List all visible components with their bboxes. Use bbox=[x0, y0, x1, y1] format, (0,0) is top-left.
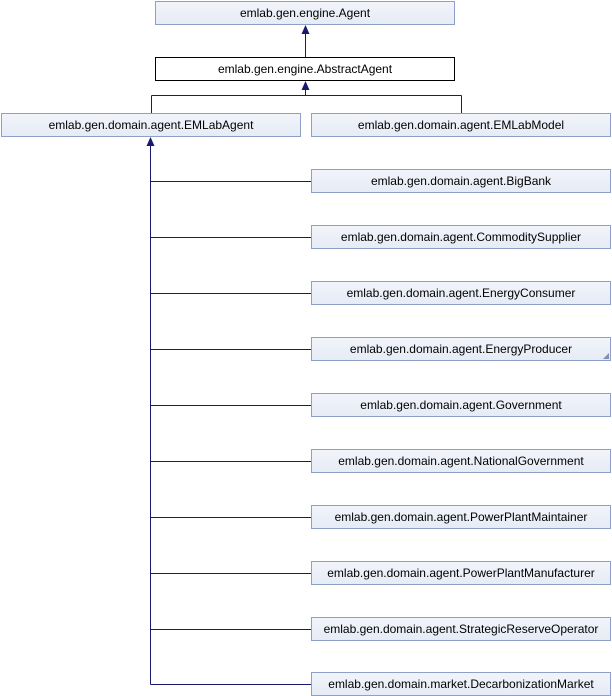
class-node-label: emlab.gen.domain.agent.PowerPlantManufac… bbox=[327, 566, 595, 580]
class-node-label: emlab.gen.domain.agent.StrategicReserveO… bbox=[323, 622, 599, 636]
class-node-abstract-agent: emlab.gen.engine.AbstractAgent bbox=[155, 57, 455, 81]
class-node-label: emlab.gen.engine.Agent bbox=[239, 6, 371, 20]
class-node-big-bank[interactable]: emlab.gen.domain.agent.BigBank bbox=[311, 169, 611, 193]
class-node-label: emlab.gen.domain.agent.Government bbox=[360, 398, 562, 412]
class-node-label: emlab.gen.domain.agent.EMLabModel bbox=[357, 118, 565, 132]
class-node-label: emlab.gen.domain.market.DecarbonizationM… bbox=[328, 677, 594, 691]
class-node-energy-producer[interactable]: emlab.gen.domain.agent.EnergyProducer bbox=[311, 337, 611, 361]
class-node-commodity-supplier[interactable]: emlab.gen.domain.agent.CommoditySupplier bbox=[311, 225, 611, 249]
class-node-power-plant-maintainer[interactable]: emlab.gen.domain.agent.PowerPlantMaintai… bbox=[311, 505, 611, 529]
class-node-national-government[interactable]: emlab.gen.domain.agent.NationalGovernmen… bbox=[311, 449, 611, 473]
class-node-power-plant-manufacturer[interactable]: emlab.gen.domain.agent.PowerPlantManufac… bbox=[311, 561, 611, 585]
class-node-agent[interactable]: emlab.gen.engine.Agent bbox=[155, 1, 455, 25]
class-node-label: emlab.gen.domain.agent.EnergyConsumer bbox=[346, 286, 576, 300]
class-node-label: emlab.gen.domain.agent.NationalGovernmen… bbox=[338, 454, 584, 468]
class-node-emlab-model[interactable]: emlab.gen.domain.agent.EMLabModel bbox=[311, 113, 611, 137]
class-node-government[interactable]: emlab.gen.domain.agent.Government bbox=[311, 393, 611, 417]
class-node-label: emlab.gen.domain.agent.BigBank bbox=[370, 174, 552, 188]
inheritance-arrow-head bbox=[146, 137, 155, 146]
class-node-label: emlab.gen.engine.AbstractAgent bbox=[217, 62, 393, 76]
class-node-energy-consumer[interactable]: emlab.gen.domain.agent.EnergyConsumer bbox=[311, 281, 611, 305]
class-node-label: emlab.gen.domain.agent.PowerPlantMaintai… bbox=[334, 510, 588, 524]
class-node-label: emlab.gen.domain.agent.CommoditySupplier bbox=[340, 230, 582, 244]
class-node-label: emlab.gen.domain.agent.EMLabAgent bbox=[48, 118, 254, 132]
inheritance-arrow-head bbox=[301, 81, 310, 90]
class-node-decarbonization-market[interactable]: emlab.gen.domain.market.DecarbonizationM… bbox=[311, 672, 611, 696]
class-node-label: emlab.gen.domain.agent.EnergyProducer bbox=[349, 342, 573, 356]
class-node-emlab-agent[interactable]: emlab.gen.domain.agent.EMLabAgent bbox=[1, 113, 301, 137]
class-node-strategic-reserve-operator[interactable]: emlab.gen.domain.agent.StrategicReserveO… bbox=[311, 617, 611, 641]
inheritance-arrow-head bbox=[301, 25, 310, 34]
more-subclasses-icon bbox=[603, 353, 609, 359]
